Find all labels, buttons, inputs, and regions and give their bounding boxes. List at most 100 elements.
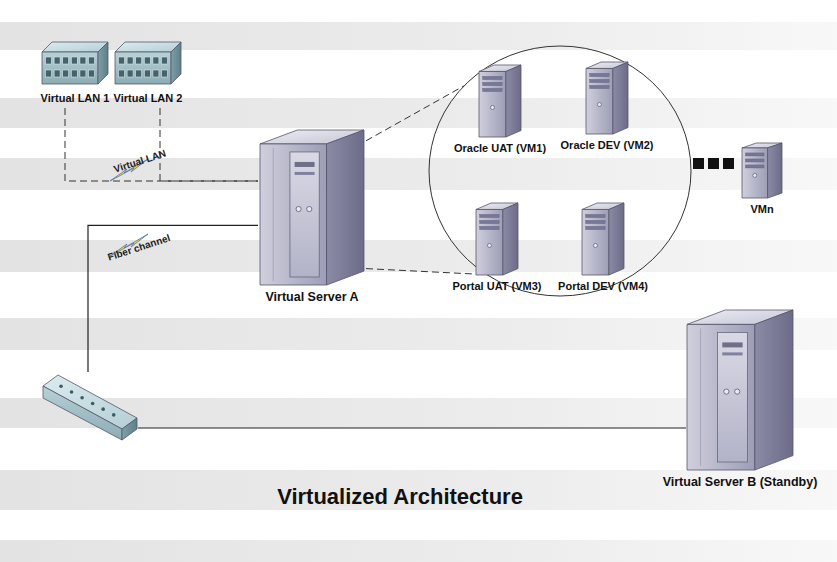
group-ellipse xyxy=(429,46,691,296)
network-switch: Virtual LAN 1 xyxy=(35,40,115,108)
switch-port xyxy=(63,57,69,64)
drive-bay xyxy=(746,159,764,162)
server-icon xyxy=(260,130,364,285)
node-label: Portal DEV (VM4) xyxy=(558,280,648,293)
node-label: Virtual LAN 1 xyxy=(41,92,110,105)
drive-bay xyxy=(590,79,609,82)
switch-port xyxy=(153,70,159,77)
server-icon xyxy=(687,310,793,470)
vm-icon xyxy=(479,65,521,137)
switch-port xyxy=(80,396,84,400)
connector-line xyxy=(65,108,258,181)
band xyxy=(0,540,837,562)
virtual-machine: Oracle UAT (VM1) xyxy=(440,65,560,157)
drive-bay xyxy=(590,85,609,88)
switch-port xyxy=(80,70,86,77)
diagram-title: Virtualized Architecture xyxy=(0,484,800,510)
ellipsis-square xyxy=(723,158,734,169)
drive-bay xyxy=(586,214,605,217)
virtual-machine: Oracle DEV (VM2) xyxy=(547,62,667,154)
drive-bay xyxy=(483,82,502,85)
drive-bay xyxy=(590,73,609,76)
tower-slot xyxy=(295,172,315,175)
node-label: Virtual Server B (Standby) xyxy=(663,475,818,489)
tower-side xyxy=(755,310,793,470)
connector-line xyxy=(160,108,258,181)
drive-bay xyxy=(586,226,605,229)
switch-port xyxy=(63,70,69,77)
virtual-machine: VMn xyxy=(712,143,812,218)
tower-button xyxy=(487,243,491,247)
drive-bay xyxy=(746,165,764,168)
tower-slot xyxy=(722,342,742,347)
switch-side xyxy=(122,418,137,440)
tower-panel xyxy=(290,152,319,277)
tower-button xyxy=(724,389,729,394)
switch-top xyxy=(42,42,108,52)
drive-bay xyxy=(480,220,499,223)
tower-button xyxy=(307,206,312,211)
node-label: VMn xyxy=(750,203,773,216)
node-label: Portal UAT (VM3) xyxy=(452,280,541,293)
tower-side xyxy=(609,203,624,275)
tower-front xyxy=(687,324,755,470)
switch-port xyxy=(162,57,168,64)
switch-port xyxy=(119,57,125,64)
switch-port xyxy=(101,407,105,411)
drive-bay xyxy=(586,220,605,223)
server-tower: Virtual Server B (Standby) xyxy=(686,310,794,495)
tower-button xyxy=(593,243,597,247)
node-label: Oracle DEV (VM2) xyxy=(561,139,654,152)
tower-front xyxy=(479,71,506,137)
switch-side xyxy=(98,42,108,84)
tower-panel xyxy=(718,332,748,462)
ellipsis-squares xyxy=(693,158,734,169)
drive-bay xyxy=(483,88,502,91)
switch-port xyxy=(91,402,95,406)
connector-line xyxy=(88,225,258,372)
node-label: Oracle UAT (VM1) xyxy=(454,142,546,155)
connector-line xyxy=(366,86,464,141)
drive-bay xyxy=(746,153,764,156)
switch-side xyxy=(171,42,181,84)
tower-button xyxy=(296,206,301,211)
switch-port xyxy=(127,70,133,77)
switch-port xyxy=(80,57,86,64)
tower-side xyxy=(506,65,521,137)
tower-front xyxy=(742,148,768,198)
switch-port xyxy=(112,413,116,417)
tower-edge xyxy=(273,148,274,281)
switch-port xyxy=(162,70,168,77)
switch-front xyxy=(42,52,98,84)
ellipse-icon xyxy=(428,45,692,297)
switch-port xyxy=(54,70,60,77)
tower-front xyxy=(582,209,609,275)
tower-slot xyxy=(722,352,742,355)
server-tower: Virtual Server A xyxy=(258,130,366,310)
switch-port xyxy=(89,57,95,64)
switch-port xyxy=(136,57,142,64)
switch-port xyxy=(71,57,77,64)
drive-bay xyxy=(480,226,499,229)
network-switch: Virtual LAN 2 xyxy=(108,40,188,108)
tower-side xyxy=(503,203,518,275)
tower-button xyxy=(490,105,494,109)
ellipsis-square xyxy=(693,158,704,169)
switch-front xyxy=(115,52,171,84)
switch-icon xyxy=(115,40,181,86)
node-label: Virtual Server A xyxy=(265,290,358,304)
tower-side xyxy=(768,143,782,198)
switch-port xyxy=(70,390,74,394)
switch-port xyxy=(119,70,125,77)
switch-top xyxy=(115,42,181,52)
switch-port xyxy=(144,57,150,64)
tower-side xyxy=(613,62,628,134)
tower-edge xyxy=(700,328,701,466)
switch-port xyxy=(46,57,52,64)
connector-line xyxy=(366,269,487,275)
node-label: Virtual LAN 2 xyxy=(114,92,183,105)
band xyxy=(0,470,837,510)
tower-slot xyxy=(295,162,315,167)
